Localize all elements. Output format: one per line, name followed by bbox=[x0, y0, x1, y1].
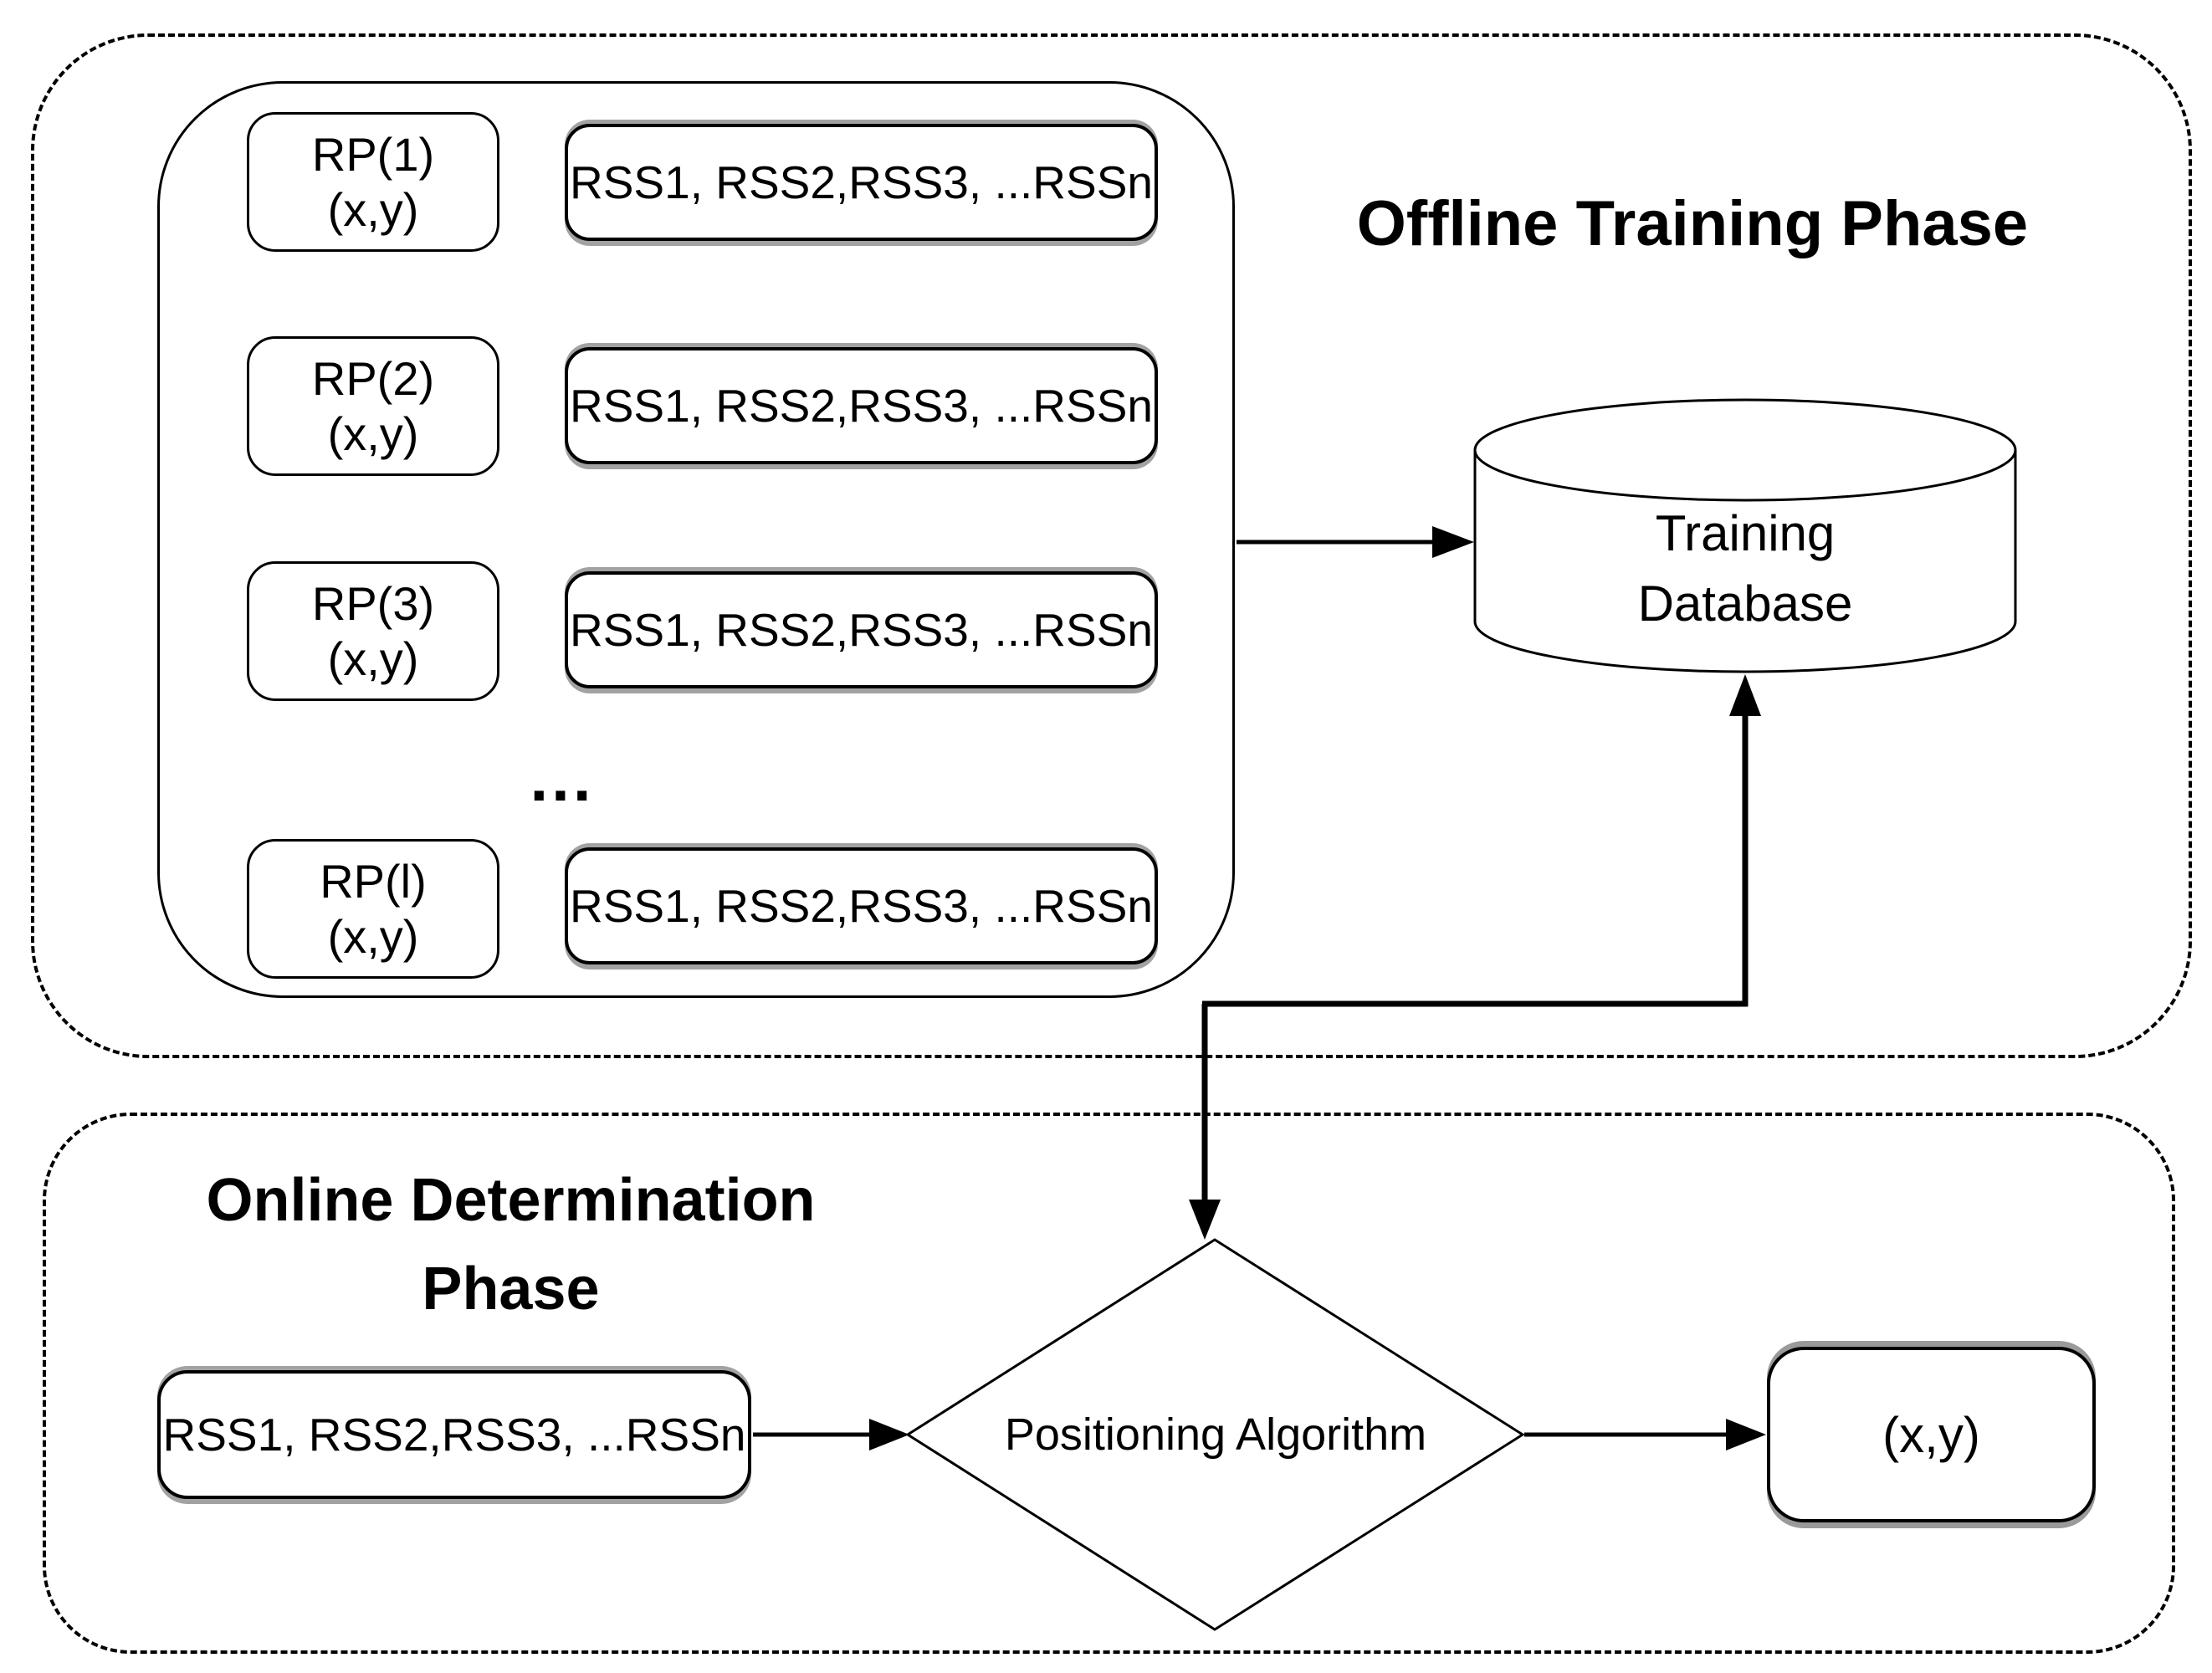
arrowhead-into-diamond bbox=[1189, 1200, 1221, 1240]
positioning-algorithm-diamond bbox=[905, 1238, 1525, 1631]
rp1-label: RP(1) bbox=[311, 127, 435, 181]
offline-phase-container bbox=[31, 33, 2192, 1058]
rss-row-4-text: RSS1, RSS2,RSS3, ...RSSn bbox=[570, 880, 1153, 932]
positioning-algorithm-label: Positioning Algorithm bbox=[1004, 1410, 1427, 1460]
training-database-label-line2: Database bbox=[1637, 576, 1853, 632]
online-rss-input-text: RSS1, RSS2,RSS3, ...RSSn bbox=[162, 1409, 746, 1461]
output-xy-box: (x,y) bbox=[1767, 1347, 2096, 1522]
rss-row-4: RSS1, RSS2,RSS3, ...RSSn bbox=[565, 847, 1158, 964]
arrow-fingerprints-to-database bbox=[1237, 526, 1474, 558]
rp2-label: RP(2) bbox=[311, 351, 435, 405]
online-phase-container bbox=[43, 1113, 2175, 1654]
rss-row-2-text: RSS1, RSS2,RSS3, ...RSSn bbox=[570, 380, 1153, 432]
online-rss-input-box: RSS1, RSS2,RSS3, ...RSSn bbox=[157, 1370, 751, 1499]
rp1-box: RP(1) (x,y) bbox=[247, 112, 499, 252]
rp-l-label: RP(l) bbox=[320, 854, 427, 908]
rp2-box: RP(2) (x,y) bbox=[247, 336, 499, 476]
training-database-label: Training Database bbox=[1475, 499, 2015, 639]
training-database-cylinder bbox=[1473, 398, 2017, 673]
rp3-box: RP(3) (x,y) bbox=[247, 561, 499, 701]
arrow-algorithm-to-output bbox=[1524, 1419, 1766, 1450]
rss-row-2: RSS1, RSS2,RSS3, ...RSSn bbox=[565, 347, 1158, 464]
rss-row-3-text: RSS1, RSS2,RSS3, ...RSSn bbox=[570, 604, 1153, 656]
online-phase-title-line2: Phase bbox=[422, 1256, 600, 1323]
rows-ellipsis: ... bbox=[530, 741, 595, 815]
output-xy-text: (x,y) bbox=[1882, 1406, 1980, 1463]
rp2-coords: (x,y) bbox=[327, 407, 419, 460]
rp1-coords: (x,y) bbox=[327, 182, 419, 236]
online-phase-title-line1: Online Determination bbox=[206, 1167, 816, 1234]
offline-phase-title: Offline Training Phase bbox=[1356, 188, 2029, 259]
rss-row-3: RSS1, RSS2,RSS3, ...RSSn bbox=[565, 571, 1158, 688]
online-phase-title: Online Determination Phase bbox=[141, 1156, 881, 1333]
rss-row-1: RSS1, RSS2,RSS3, ...RSSn bbox=[565, 124, 1158, 241]
connector-elbow bbox=[1189, 674, 1761, 1240]
arrowhead-into-database bbox=[1729, 674, 1761, 716]
rp-l-coords: (x,y) bbox=[327, 909, 419, 963]
rp3-label: RP(3) bbox=[311, 576, 435, 630]
rss-row-1-text: RSS1, RSS2,RSS3, ...RSSn bbox=[570, 156, 1153, 208]
arrow-rss-to-algorithm bbox=[753, 1419, 909, 1450]
rp-l-box: RP(l) (x,y) bbox=[247, 839, 499, 979]
training-database-label-line1: Training bbox=[1655, 505, 1836, 561]
rp3-coords: (x,y) bbox=[327, 632, 419, 685]
